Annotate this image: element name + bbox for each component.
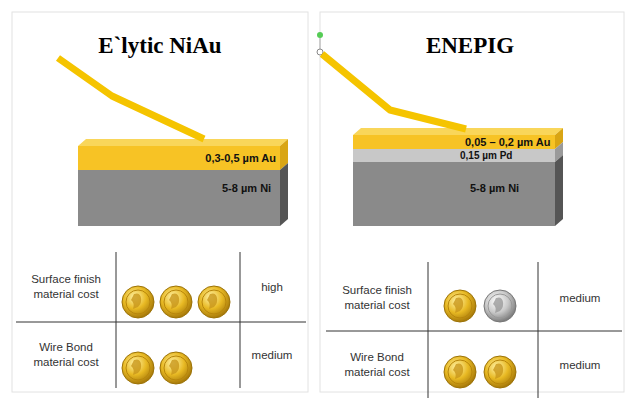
layer-thickness: 5-8 µm Ni (222, 181, 271, 195)
table-cell: medium (542, 358, 618, 373)
au-layer: 0,3-0,5 µm Au (78, 146, 280, 170)
table-cell: medium (242, 348, 302, 363)
table-cell: Wire Bond material cost (329, 350, 425, 380)
table-cell: Wire Bond material cost (20, 340, 112, 370)
table-cell: medium (542, 291, 618, 306)
panel-frame (320, 12, 624, 392)
panel-frame (12, 12, 308, 392)
bond-wire (322, 54, 466, 129)
pd-layer: 0,15 µm Pd (353, 149, 555, 162)
bond-wire (58, 58, 204, 139)
table-cell: Surface finish material cost (329, 283, 425, 313)
ni-side-face (280, 163, 288, 226)
table-lines (16, 252, 622, 398)
ni-layer: 5-8 µm Ni (78, 170, 280, 226)
au-layer: 0,05 – 0,2 µm Au (353, 135, 555, 149)
ni-side-face (555, 155, 563, 226)
coins (122, 286, 516, 388)
ni-layer: 5-8 µm Ni (353, 162, 555, 226)
panel-title: E`lytic NiAu (98, 32, 221, 60)
layer-thickness: 0,3-0,5 µm Au (205, 151, 276, 165)
layer-thickness: 0,05 – 0,2 µm Au (465, 135, 550, 149)
layer-thickness: 5-8 µm Ni (470, 181, 519, 195)
au-top-face (78, 139, 288, 146)
handle-stem (320, 38, 321, 50)
table-cell: high (242, 280, 302, 295)
panel-title: ENEPIG (426, 32, 514, 60)
handle (317, 32, 323, 38)
table-cell: Surface finish material cost (20, 272, 112, 302)
layer-thickness: 0,15 µm Pd (460, 149, 512, 162)
